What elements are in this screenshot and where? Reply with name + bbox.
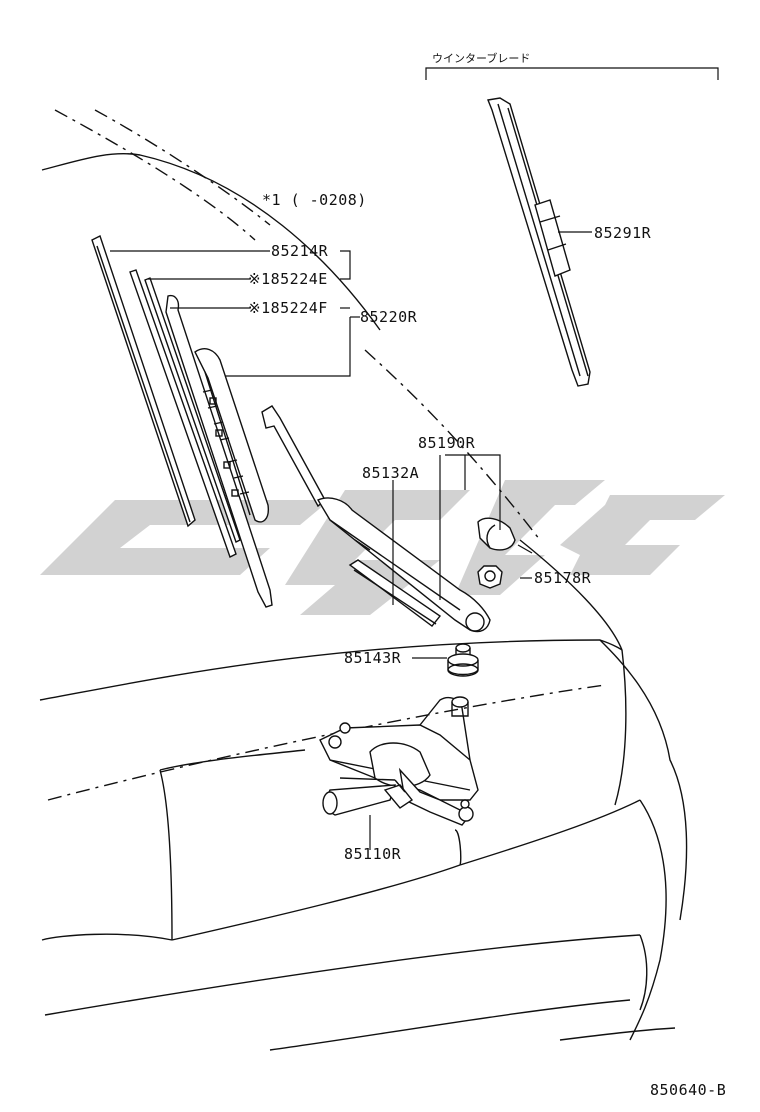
vehicle-body xyxy=(39,109,688,1051)
winter-blade-heading: ウインターブレード xyxy=(432,52,531,65)
wiper-motor xyxy=(319,696,479,826)
wiper-blade-assembly xyxy=(91,235,273,608)
part-label-85291R[interactable]: 85291R xyxy=(594,224,652,242)
part-label-85132A[interactable]: 85132A xyxy=(362,464,420,482)
part-label-85214R[interactable]: 85214R xyxy=(271,242,329,260)
variant-note: *1 ( -0208) xyxy=(262,191,367,209)
pivot-cap xyxy=(477,517,516,589)
part-label-185224F[interactable]: ※185224F xyxy=(248,299,328,317)
leader-lines xyxy=(110,67,719,850)
part-label-85220R[interactable]: 85220R xyxy=(360,308,418,326)
part-label-85143R[interactable]: 85143R xyxy=(344,649,402,667)
part-label-85110R[interactable]: 85110R xyxy=(344,845,402,863)
pivot-bushing xyxy=(447,643,479,677)
diagram-code: 850640-B xyxy=(650,1081,727,1099)
part-label-85178R[interactable]: 85178R xyxy=(534,569,592,587)
wiper-arm xyxy=(261,405,491,633)
part-label-185224E[interactable]: ※185224E xyxy=(248,270,328,288)
winter-blade xyxy=(487,97,591,387)
part-label-85190R[interactable]: 85190R xyxy=(418,434,476,452)
